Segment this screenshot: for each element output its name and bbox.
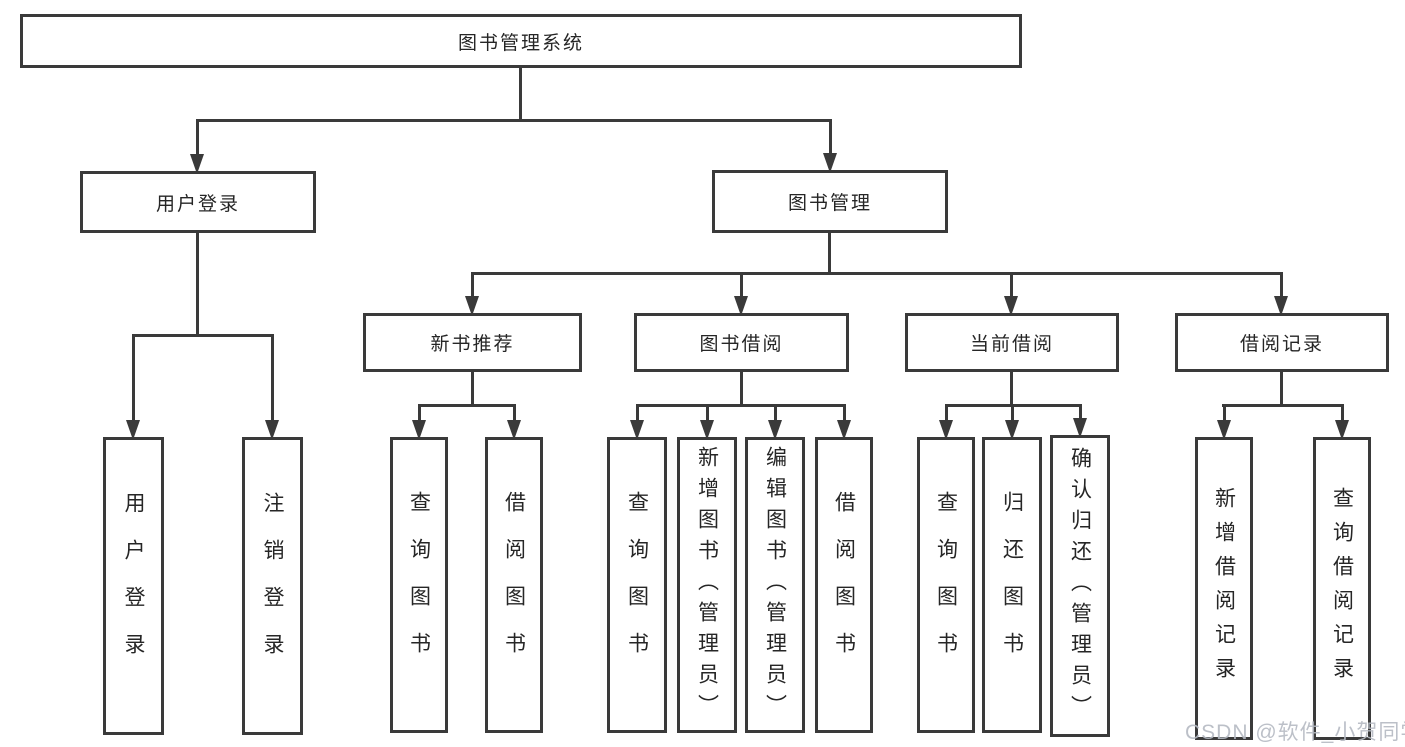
node-label: 归还图书 <box>1000 491 1024 679</box>
connector-line <box>1010 372 1013 407</box>
node-label: 图书管理 <box>787 193 872 214</box>
node-records-add-borrow-record: 新增借阅记录 <box>1195 437 1253 740</box>
node-label: 新增图书（管理员） <box>695 445 719 725</box>
arrow-stem <box>945 404 948 422</box>
arrow-down-icon <box>1005 420 1019 440</box>
connector-line <box>636 404 846 407</box>
arrow-stem <box>1223 404 1226 422</box>
arrow-stem <box>271 334 274 422</box>
node-current-borrowing: 当前借阅 <box>905 313 1119 372</box>
node-new-book-recommend: 新书推荐 <box>363 313 582 372</box>
arrow-stem <box>636 404 639 422</box>
arrow-stem <box>471 272 474 298</box>
node-current-query-books: 查询图书 <box>917 437 975 733</box>
arrow-down-icon <box>630 420 644 440</box>
node-borrowing-add-book-admin: 新增图书（管理员） <box>677 437 737 733</box>
arrow-stem <box>1341 404 1344 422</box>
arrow-down-icon <box>190 154 204 174</box>
arrow-down-icon <box>823 153 837 173</box>
node-borrowing-records: 借阅记录 <box>1175 313 1389 372</box>
node-logout-leaf: 注销登录 <box>242 437 303 735</box>
node-label: 查询借阅记录 <box>1330 486 1354 691</box>
node-current-confirm-return-admin: 确认归还（管理员） <box>1050 435 1110 737</box>
node-current-return-books: 归还图书 <box>982 437 1042 733</box>
node-label: 查询图书 <box>625 491 649 679</box>
node-user-login-branch: 用户登录 <box>80 171 316 233</box>
node-label: 借阅图书 <box>832 491 856 679</box>
connector-line <box>196 233 199 337</box>
connector-line <box>471 272 1283 275</box>
arrow-down-icon <box>1004 296 1018 316</box>
arrow-stem <box>1011 404 1014 422</box>
arrow-down-icon <box>1274 296 1288 316</box>
connector-line <box>740 372 743 407</box>
arrow-down-icon <box>939 420 953 440</box>
node-borrowing-query-books: 查询图书 <box>607 437 667 733</box>
node-user-login-leaf: 用户登录 <box>103 437 164 735</box>
node-label: 借阅图书 <box>502 491 526 679</box>
arrow-stem <box>132 334 135 422</box>
node-label: 注销登录 <box>261 492 284 680</box>
arrow-down-icon <box>700 420 714 440</box>
arrow-down-icon <box>837 420 851 440</box>
node-library-management-system: 图书管理系统 <box>20 14 1022 68</box>
connector-line <box>196 119 832 122</box>
arrow-down-icon <box>1335 420 1349 440</box>
connector-line <box>132 334 274 337</box>
connector-line <box>418 404 516 407</box>
arrow-stem <box>706 404 709 422</box>
arrow-stem <box>1079 404 1082 420</box>
arrow-stem <box>418 404 421 422</box>
node-label: 用户登录 <box>122 492 145 680</box>
arrow-down-icon <box>734 296 748 316</box>
connector-line <box>1280 372 1283 407</box>
node-label: 图书借阅 <box>699 334 784 355</box>
node-label: 查询图书 <box>934 491 958 679</box>
connector-line <box>519 68 522 122</box>
connector-line <box>828 233 831 275</box>
arrow-down-icon <box>412 420 426 440</box>
arrow-down-icon <box>1217 420 1231 440</box>
arrow-stem <box>1280 272 1283 298</box>
arrow-stem <box>513 404 516 422</box>
arrow-stem <box>196 119 199 156</box>
csdn-watermark: CSDN @软件_小贺同学 <box>1185 721 1405 744</box>
connector-line <box>471 372 474 407</box>
arrow-stem <box>740 272 743 298</box>
node-label: 图书管理系统 <box>457 32 584 54</box>
node-label: 新书推荐 <box>430 334 515 355</box>
connector-line <box>1222 404 1344 407</box>
arrow-stem <box>1010 272 1013 298</box>
node-recommend-borrow-books: 借阅图书 <box>485 437 543 733</box>
arrow-down-icon <box>768 420 782 440</box>
node-label: 编辑图书（管理员） <box>763 445 787 725</box>
node-label: 借阅记录 <box>1239 334 1324 355</box>
node-recommend-query-books: 查询图书 <box>390 437 448 733</box>
node-label: 用户登录 <box>155 193 240 215</box>
arrow-stem <box>829 119 832 155</box>
node-book-management-branch: 图书管理 <box>712 170 948 233</box>
arrow-down-icon <box>465 296 479 316</box>
arrow-down-icon <box>507 420 521 440</box>
node-label: 查询图书 <box>407 491 431 679</box>
arrow-stem <box>843 404 846 422</box>
node-label: 确认归还（管理员） <box>1068 446 1092 726</box>
node-book-borrowing: 图书借阅 <box>634 313 849 372</box>
arrow-stem <box>774 404 777 422</box>
arrow-down-icon <box>265 420 279 440</box>
node-borrowing-borrow-books: 借阅图书 <box>815 437 873 733</box>
arrow-down-icon <box>126 420 140 440</box>
node-label: 新增借阅记录 <box>1212 486 1236 691</box>
node-label: 当前借阅 <box>969 334 1054 355</box>
node-records-query-borrow-record: 查询借阅记录 <box>1313 437 1371 740</box>
arrow-down-icon <box>1073 418 1087 438</box>
node-borrowing-edit-book-admin: 编辑图书（管理员） <box>745 437 805 733</box>
